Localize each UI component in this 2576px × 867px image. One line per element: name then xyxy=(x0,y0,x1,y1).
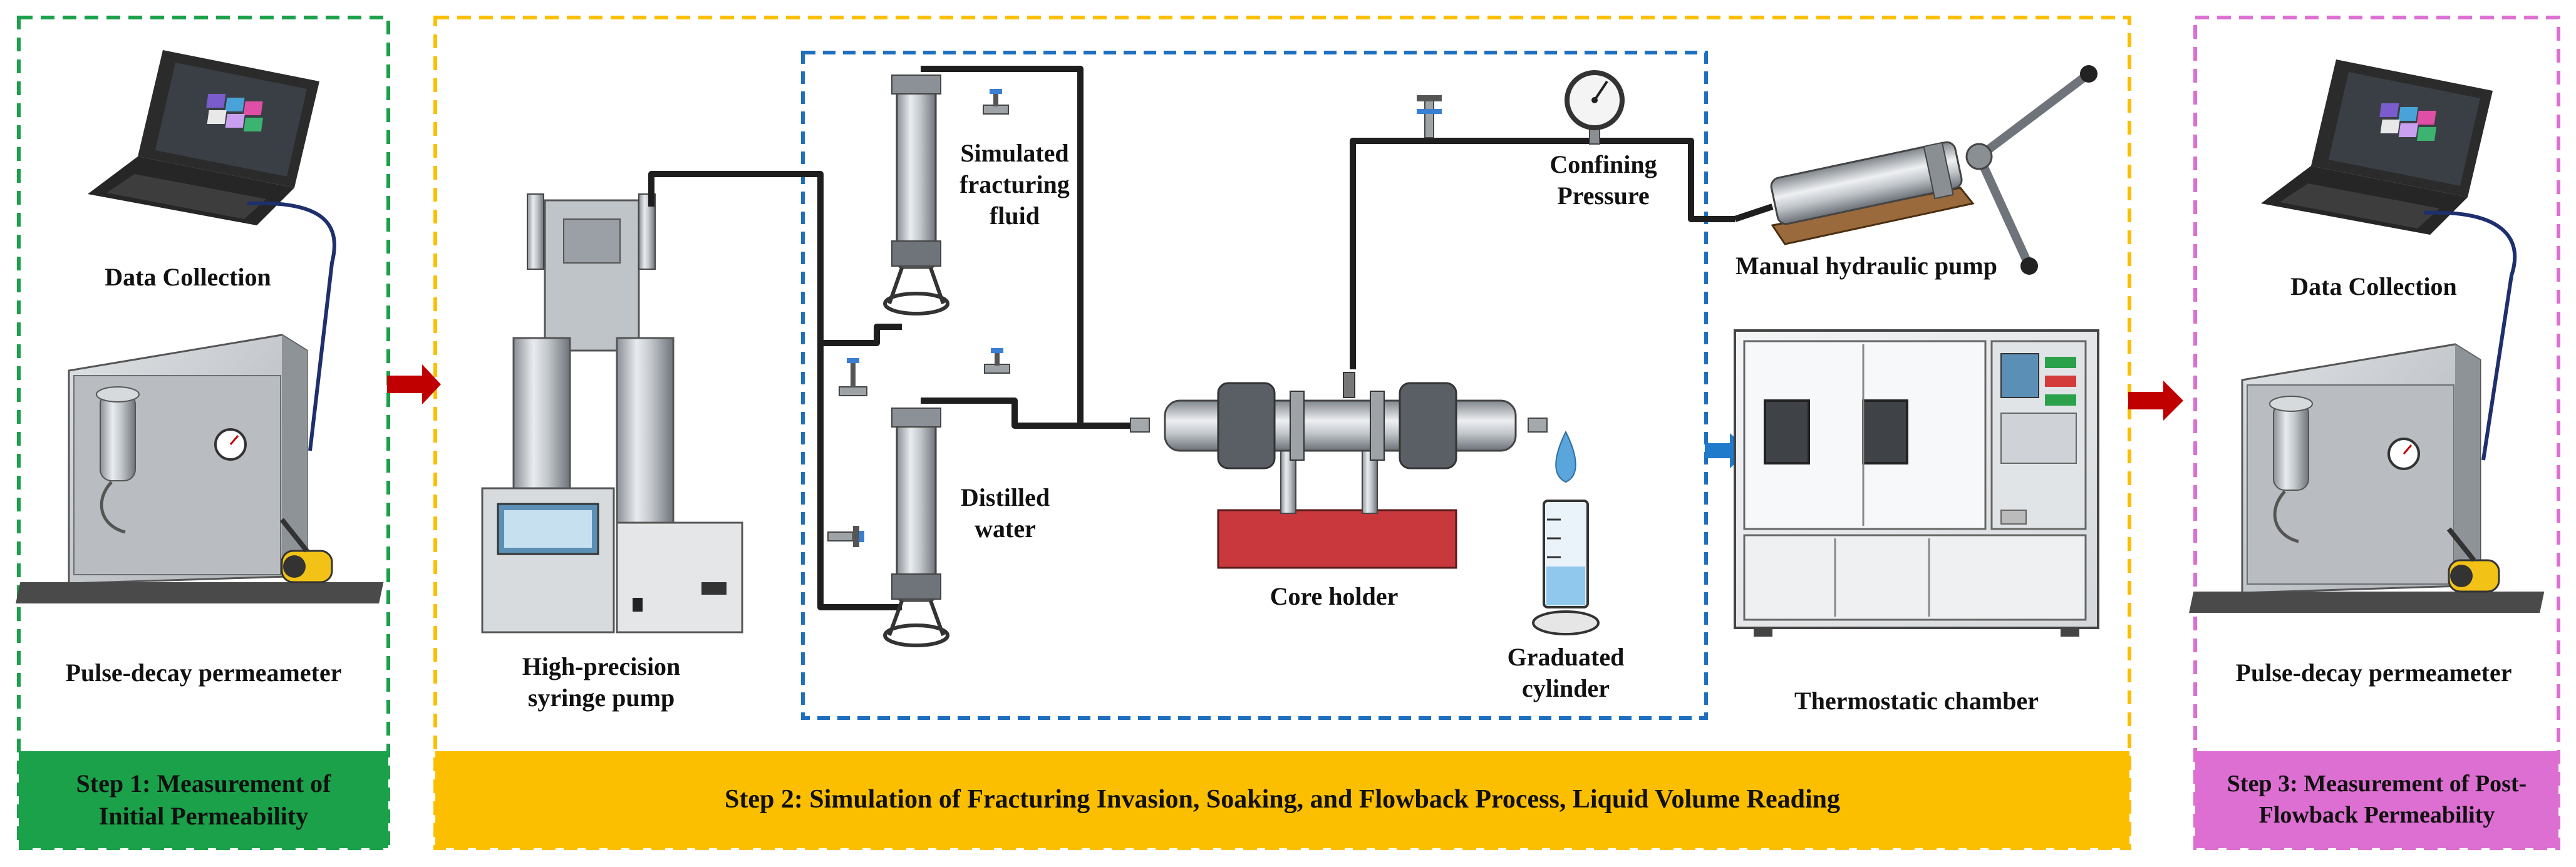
step2-banner: Step 2: Simulation of Fracturing Invasio… xyxy=(724,785,1841,814)
step3-banner: Step 3: Measurement of Post-Flowback Per… xyxy=(2227,771,2527,828)
chamber-label: Thermostatic chamber xyxy=(1794,687,2039,715)
data-collection-label: Data Collection xyxy=(105,263,271,291)
valve-icon xyxy=(983,89,1009,115)
valve-icon xyxy=(1417,95,1442,138)
permeameter-icon xyxy=(2189,343,2545,613)
droplet-icon xyxy=(1555,430,1576,483)
piston-container-icon xyxy=(883,74,949,316)
laptop-icon xyxy=(2261,59,2493,235)
graduated-cylinder-icon xyxy=(1532,500,1600,635)
step3-banner-bg xyxy=(2195,751,2558,848)
data-collection-label: Data Collection xyxy=(2290,272,2457,300)
piston-container-icon xyxy=(883,408,949,647)
pressure-gauge-icon xyxy=(1565,70,1625,145)
core-holder-label: Core holder xyxy=(1270,582,1399,610)
thermostatic-chamber-icon xyxy=(1734,329,2099,637)
step3-dashed-frame xyxy=(2193,16,2560,850)
device-label: Pulse-decay permeameter xyxy=(65,659,342,687)
step2-dashed-frame xyxy=(433,16,2131,850)
step1-banner-bg xyxy=(19,751,388,848)
cylinder-label: Graduated cylinder xyxy=(1507,643,1625,702)
arrow-right-icon xyxy=(2128,381,2183,421)
valve-icon xyxy=(839,358,867,396)
arrow-right-icon xyxy=(387,364,441,404)
core-holder-icon xyxy=(1130,372,1548,569)
valve-icon xyxy=(827,526,864,547)
syringe-pump-icon xyxy=(481,193,743,634)
pressure-label: Confining Pressure xyxy=(1549,150,1657,210)
laptop-icon xyxy=(88,50,319,225)
pump-label: High-precision syringe pump xyxy=(522,652,681,712)
step2-banner-bg xyxy=(435,751,2129,848)
valve-icon xyxy=(984,348,1010,374)
tubing-lines xyxy=(648,66,1735,610)
fluid-label: Simulated fracturing fluid xyxy=(960,139,1070,230)
device-label: Pulse-decay permeameter xyxy=(2235,659,2512,687)
data-cable xyxy=(247,201,336,451)
data-cable xyxy=(2423,210,2517,461)
hydraulic-pump-label: Manual hydraulic pump xyxy=(1735,252,1997,280)
permeameter-icon xyxy=(16,334,384,603)
step1-banner: Step 1: Measurement of Initial Permeabil… xyxy=(76,769,331,830)
hydraulic-pump-icon xyxy=(1734,65,2098,275)
water-label: Distilled water xyxy=(960,483,1050,543)
experiment-inner-frame xyxy=(801,51,1708,720)
